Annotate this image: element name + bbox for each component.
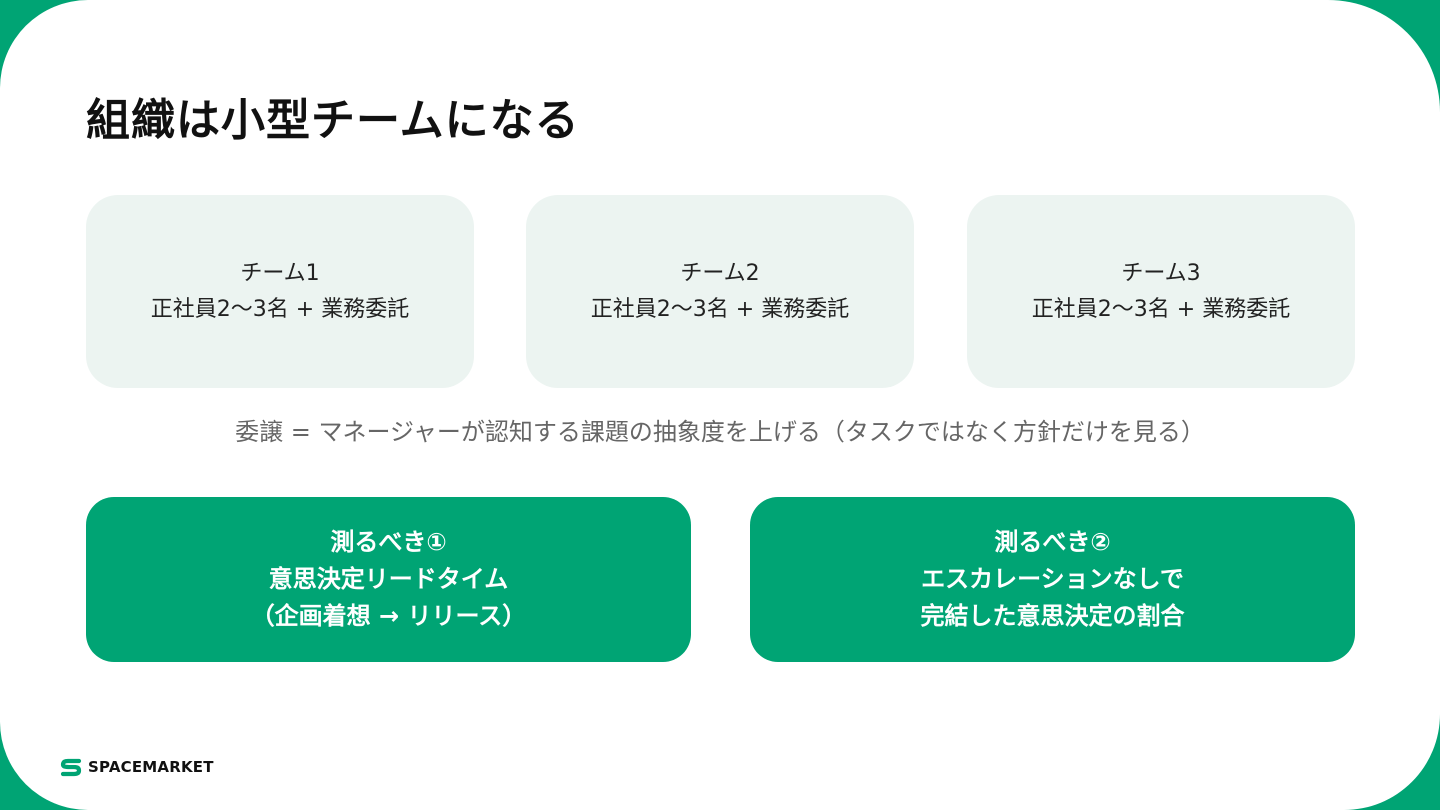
spacemarket-logo: SPACEMARKET [60,756,214,778]
slide-title: 組織は小型チームになる [86,95,580,146]
metric-line: 完結した意思決定の割合 [920,602,1185,630]
team-description: 正社員2〜3名 + 業務委託 [590,296,850,322]
spacemarket-logo-icon [60,758,82,777]
metric-card-2: 測るべき② エスカレーションなしで 完結した意思決定の割合 [750,497,1355,662]
metric-heading: 測るべき② [994,528,1111,556]
team-name: チーム3 [1121,260,1201,286]
team-card-3: チーム3 正社員2〜3名 + 業務委託 [967,195,1355,388]
team-card-2: チーム2 正社員2〜3名 + 業務委託 [526,195,914,388]
metric-line: エスカレーションなしで [921,565,1184,593]
metric-line: 意思決定リードタイム [268,565,509,593]
team-name: チーム1 [240,260,320,286]
delegation-note: 委譲 = マネージャーが認知する課題の抽象度を上げる（タスクではなく方針だけを見… [235,418,1205,446]
metric-heading: 測るべき① [330,528,447,556]
team-card-1: チーム1 正社員2〜3名 + 業務委託 [86,195,474,388]
metric-card-1: 測るべき① 意思決定リードタイム （企画着想 → リリース） [86,497,691,662]
logo-text: SPACEMARKET [88,758,214,776]
team-description: 正社員2〜3名 + 業務委託 [1031,296,1291,322]
team-name: チーム2 [680,260,760,286]
metric-line: （企画着想 → リリース） [250,602,527,630]
team-description: 正社員2〜3名 + 業務委託 [150,296,410,322]
